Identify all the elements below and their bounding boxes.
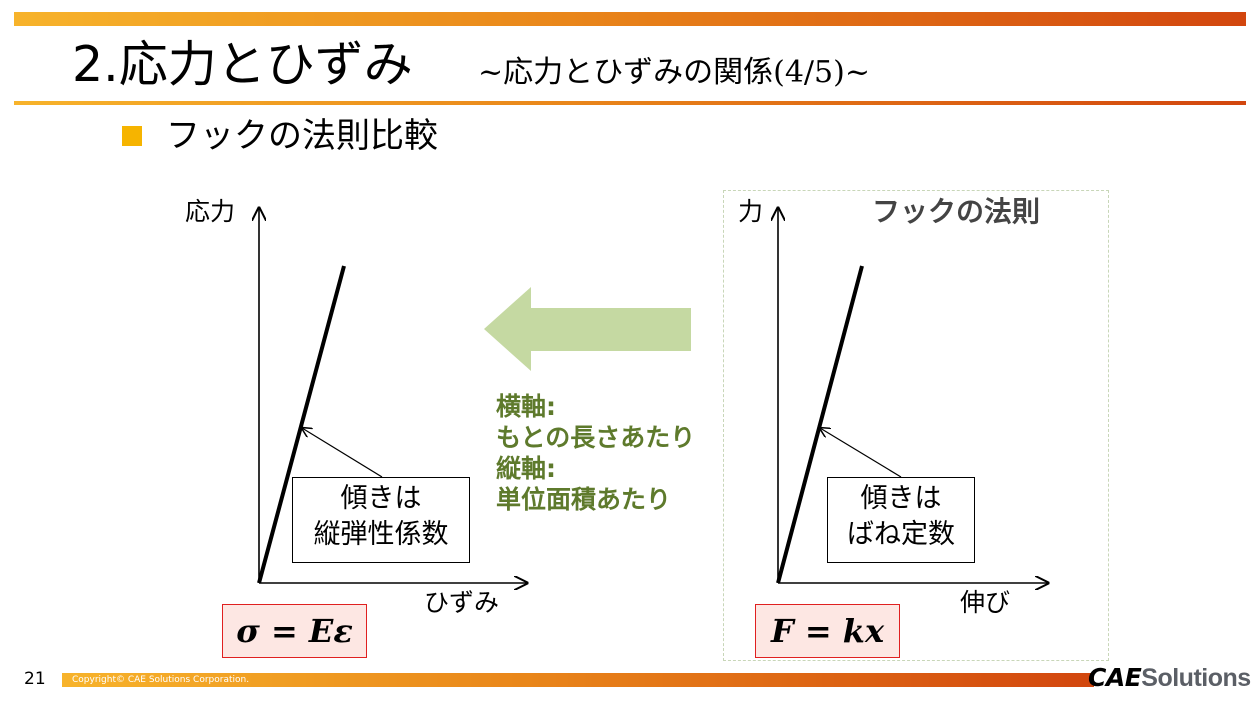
bullet-heading: フックの法則比較 <box>166 116 438 156</box>
logo-mark: CAE <box>1088 663 1142 692</box>
left-slope-line <box>257 265 346 584</box>
left-slope-callout: 傾きは 縦弾性係数 <box>292 477 470 563</box>
right-y-axis-label: 力 <box>738 197 764 226</box>
header-accent-bar <box>14 12 1246 26</box>
right-x-axis-label: 伸び <box>960 588 1011 617</box>
right-slope-line <box>776 265 864 584</box>
title-underline <box>14 101 1246 105</box>
hooke-law-frame <box>723 190 1109 661</box>
note-vertical-axis-text: 単位面積あたり <box>496 485 672 514</box>
page-subtitle: ~応力とひずみの関係(4/5)~ <box>478 55 870 90</box>
left-slope-callout-line1: 傾きは <box>340 483 422 514</box>
copyright-text: Copyright© CAE Solutions Corporation. <box>72 675 250 685</box>
stress-strain-formula: σ = Eε <box>222 604 367 658</box>
left-slope-pointer <box>302 428 383 478</box>
bullet-square-icon <box>122 126 142 146</box>
note-horizontal-axis-label: 横軸: <box>496 392 556 421</box>
logo-word: Solutions <box>1141 664 1251 692</box>
company-logo: CAESolutions <box>1088 662 1251 694</box>
right-slope-pointer <box>820 428 902 478</box>
comparison-arrow-icon <box>484 287 691 371</box>
note-horizontal-axis-text: もとの長さあたり <box>496 423 696 452</box>
note-vertical-axis-label: 縦軸: <box>496 454 556 483</box>
left-slope-callout-line2: 縦弾性係数 <box>313 519 449 550</box>
page-title: 2.応力とひずみ <box>72 36 413 93</box>
spring-formula: F = kx <box>755 604 900 658</box>
hooke-law-title: フックの法則 <box>872 195 1041 228</box>
left-y-axis-label: 応力 <box>185 197 236 226</box>
right-slope-callout: 傾きは ばね定数 <box>827 477 975 563</box>
right-slope-callout-line2: ばね定数 <box>847 519 955 550</box>
page-number: 21 <box>24 669 46 689</box>
footer-accent-bar <box>62 673 1094 687</box>
right-slope-callout-line1: 傾きは <box>860 483 942 514</box>
left-x-axis-label: ひずみ <box>424 588 500 617</box>
